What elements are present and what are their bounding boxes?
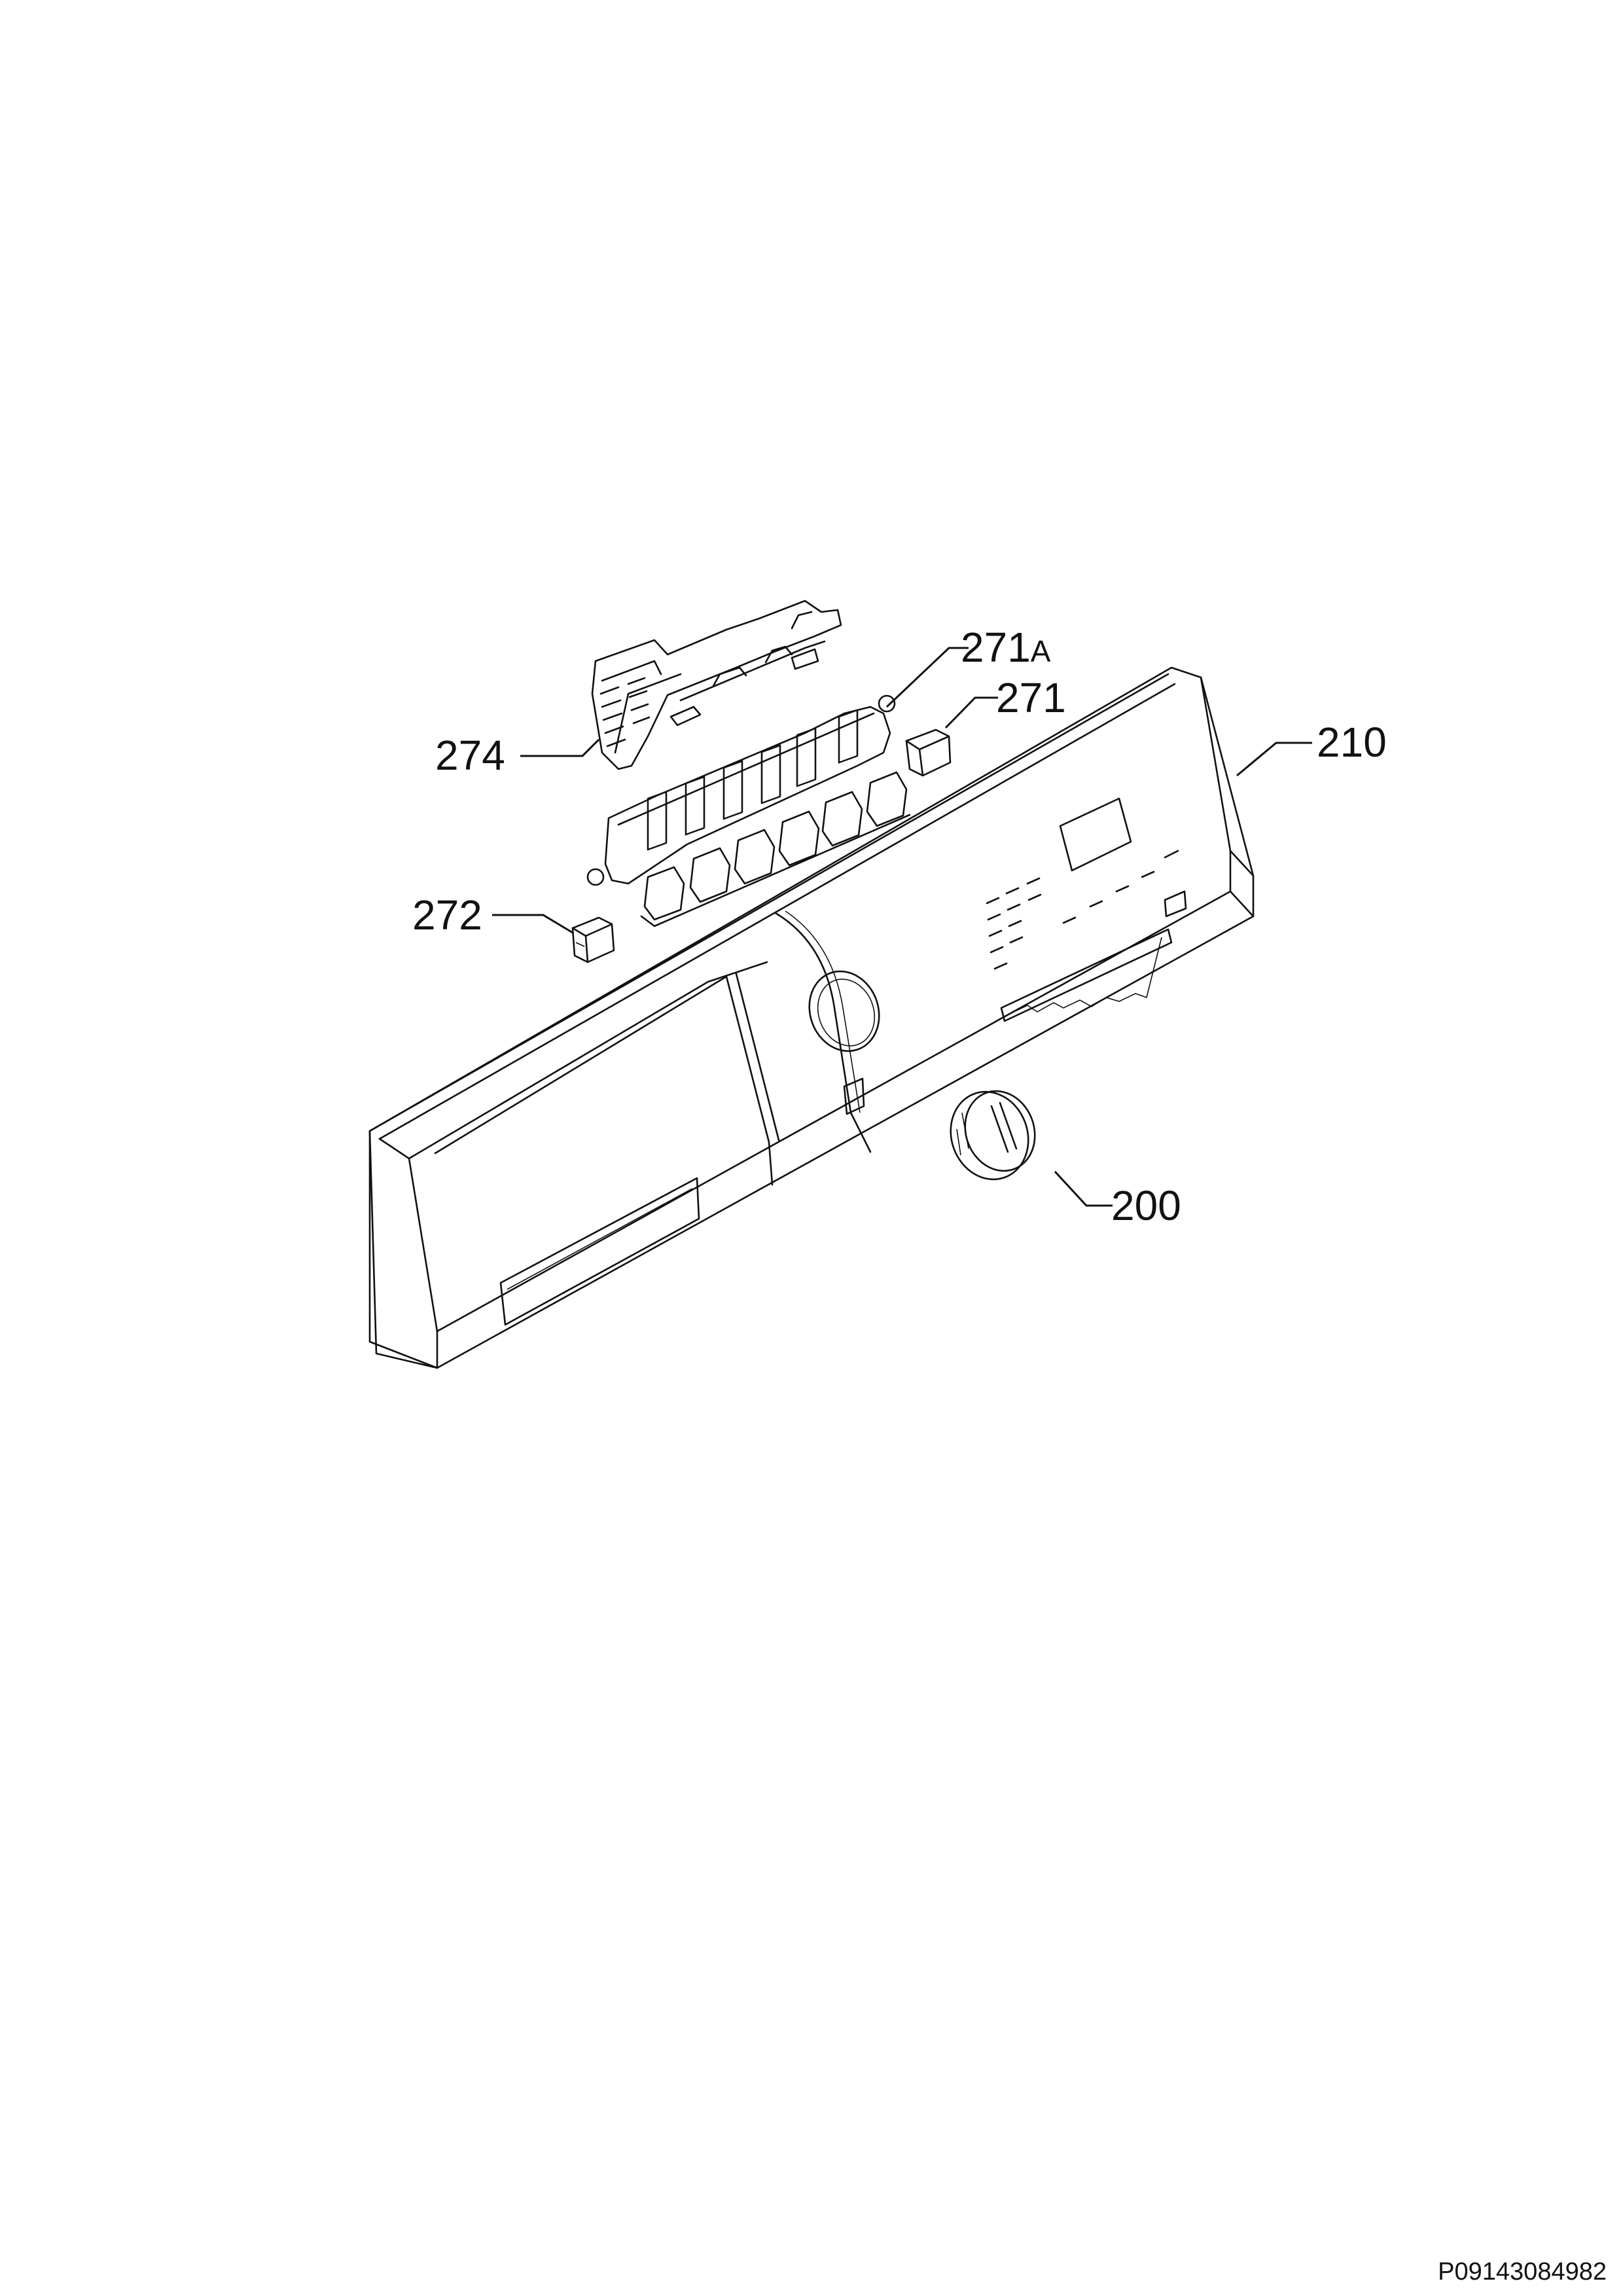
callout-labels: 274 271A 271 272 210 200: [412, 624, 1387, 1229]
document-code: P09143084982: [1438, 2258, 1607, 2286]
control-panel-210: [368, 666, 1255, 1369]
callout-272: 272: [412, 891, 482, 939]
knob-200: [950, 1090, 1036, 1181]
callout-210: 210: [1317, 719, 1387, 766]
callout-271a-suffix: A: [1031, 634, 1051, 668]
button-row: [640, 771, 911, 927]
frame-part-274: [591, 600, 842, 770]
single-button-271: [905, 728, 952, 777]
callout-271: 271: [996, 674, 1066, 721]
callout-200: 200: [1111, 1182, 1181, 1229]
small-button-272: [571, 916, 615, 963]
callout-271a: 271A: [961, 624, 1051, 671]
leader-lines: [492, 647, 1312, 1207]
callout-271a-number: 271: [961, 624, 1031, 671]
button-carrier-271a: [586, 694, 896, 886]
callout-274: 274: [435, 732, 505, 779]
